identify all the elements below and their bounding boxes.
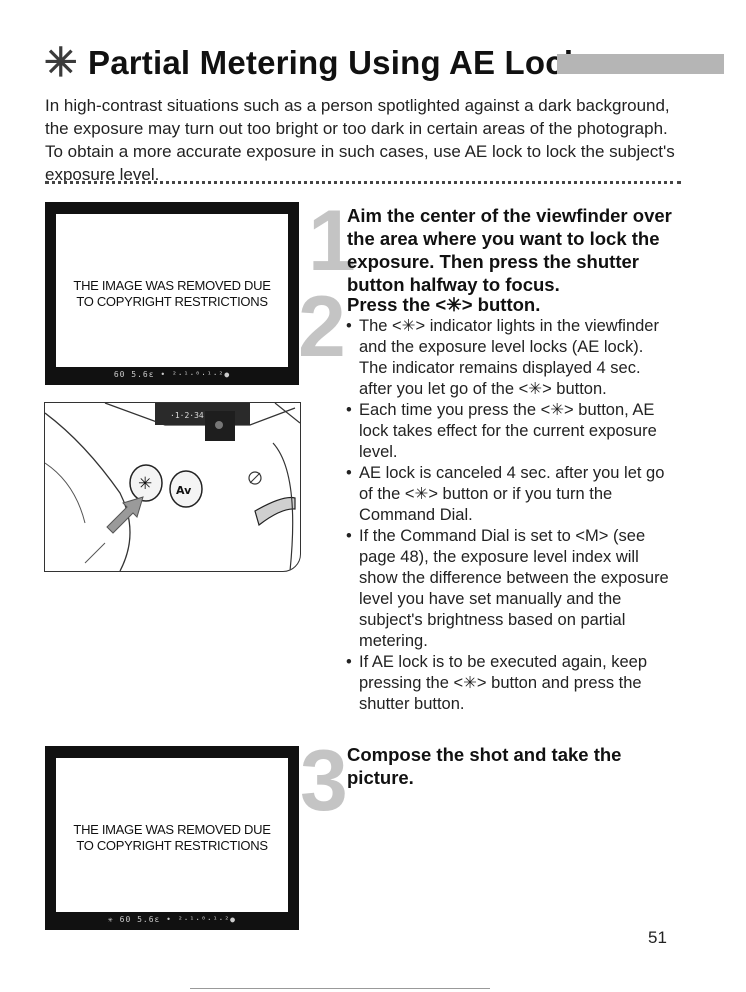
viewfinder-image-1: THE IMAGE WAS REMOVED DUE TO COPYRIGHT R…	[45, 202, 299, 385]
note-item: AE lock is canceled 4 sec. after you let…	[346, 463, 676, 526]
image-removed-notice: THE IMAGE WAS REMOVED DUE TO COPYRIGHT R…	[73, 822, 271, 853]
step-2-notes: The <✳> indicator lights in the viewfind…	[346, 316, 676, 715]
page-title: ✳ Partial Metering Using AE Lock	[44, 40, 724, 86]
page-number: 51	[648, 928, 667, 947]
asterisk-icon: ✳	[44, 41, 78, 85]
note-item: If AE lock is to be executed again, keep…	[346, 652, 676, 715]
footer-rule	[190, 988, 490, 989]
press-arrow-icon	[106, 496, 144, 534]
title-text: Partial Metering Using AE Lock	[88, 44, 583, 81]
svg-text:·1·2·34: ·1·2·34	[170, 411, 204, 420]
viewfinder-readout: ✳ 60 5.6ɛ • ²·¹·⁰·¹·²●	[108, 915, 236, 924]
viewfinder-readout: 60 5.6ɛ • ²·¹·⁰·¹·²●	[113, 370, 231, 379]
note-item: If the Command Dial is set to <M> (see p…	[346, 526, 676, 652]
viewfinder-image-2: THE IMAGE WAS REMOVED DUE TO COPYRIGHT R…	[45, 746, 299, 930]
dotted-divider	[45, 181, 681, 184]
step-1-heading: Aim the center of the viewfinder over th…	[347, 205, 672, 295]
step-number-2: 2	[298, 279, 346, 375]
svg-text:✳: ✳	[138, 474, 152, 494]
camera-drawing: ·1·2·34 ✳ Av	[45, 403, 300, 571]
note-item: Each time you press the <✳> button, AE l…	[346, 400, 676, 463]
intro-paragraph: In high-contrast situations such as a pe…	[45, 96, 675, 184]
step-3-heading: Compose the shot and take the picture.	[347, 744, 622, 788]
camera-illustration: ·1·2·34 ✳ Av	[44, 402, 301, 572]
removed-image-area: THE IMAGE WAS REMOVED DUE TO COPYRIGHT R…	[56, 758, 288, 912]
image-removed-notice: THE IMAGE WAS REMOVED DUE TO COPYRIGHT R…	[73, 278, 271, 309]
note-item: The <✳> indicator lights in the viewfind…	[346, 316, 676, 400]
step-2-heading: Press the <✳> button.	[347, 294, 541, 315]
step-number-1: 1	[308, 193, 356, 289]
removed-image-area: THE IMAGE WAS REMOVED DUE TO COPYRIGHT R…	[56, 214, 288, 367]
av-button-label: Av	[176, 484, 192, 497]
step-number-3: 3	[300, 733, 348, 829]
title-bar	[557, 54, 724, 74]
